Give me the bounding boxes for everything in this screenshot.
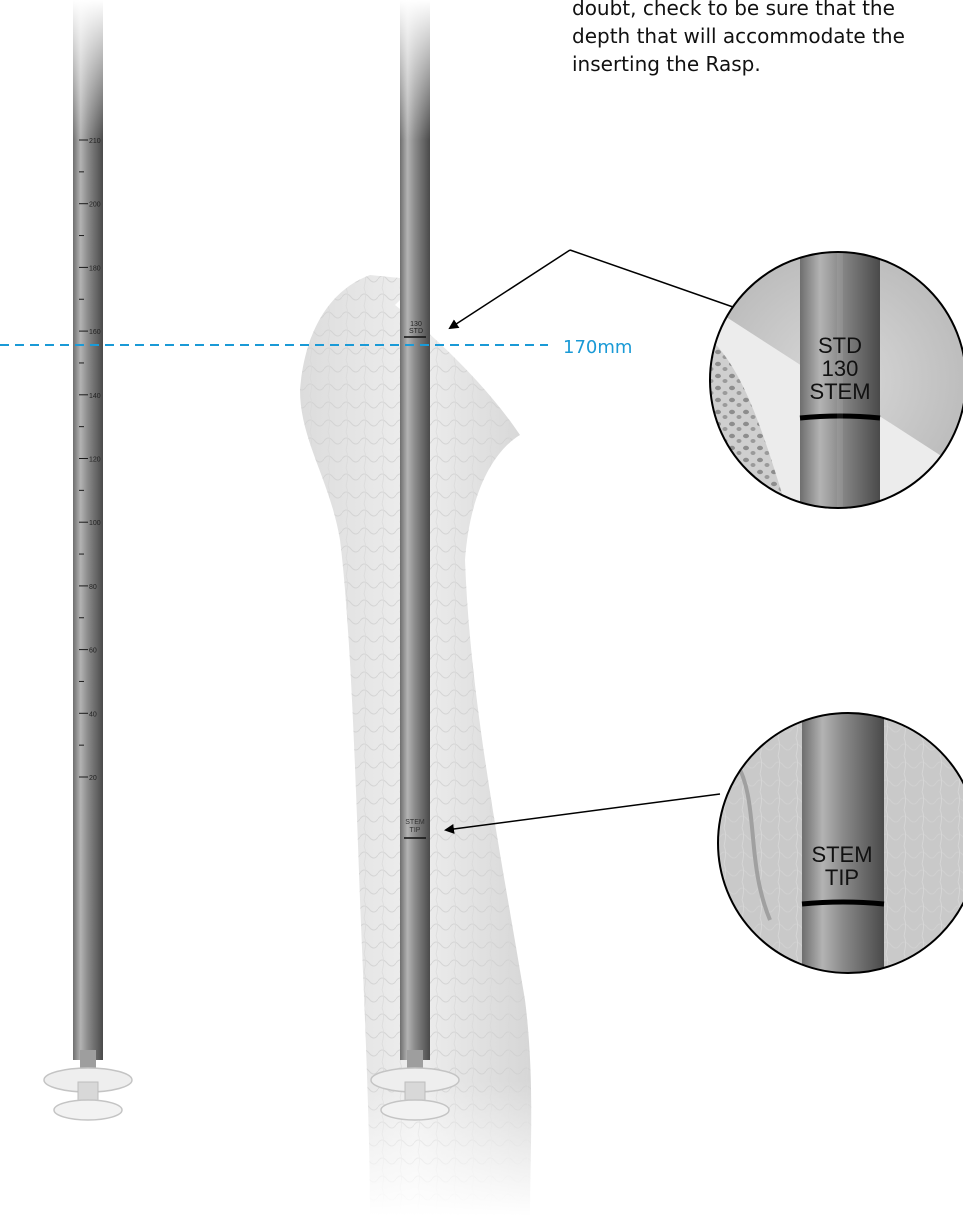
shaft-tip-text-1: STEM (405, 819, 425, 826)
scale-label: 120 (89, 457, 101, 464)
zoom-neck-line-2: 130 (822, 356, 859, 381)
measuring-rod-left: 210 200 180 160 140 120 100 80 60 40 20 (44, 0, 132, 1120)
scale-label: 80 (89, 584, 97, 591)
depth-label: 170mm (563, 337, 632, 358)
scale-label: 200 (89, 202, 101, 209)
instruction-line-1: doubt, check to be sure that the (572, 0, 895, 20)
neck-leader-line (570, 250, 733, 307)
tip-zoom-callout: STEM TIP (715, 705, 963, 990)
scale-label: 160 (89, 329, 101, 336)
scale-label: 40 (89, 711, 97, 718)
shaft-neck-text-1: 130 (410, 321, 422, 328)
zoom-neck-line-1: STD (818, 333, 862, 358)
scale-label: 140 (89, 393, 101, 400)
instruction-text: doubt, check to be sure that the depth t… (572, 0, 963, 78)
zoom-tip-line-2: TIP (825, 865, 859, 890)
scale-label: 210 (89, 138, 101, 145)
scale-label: 20 (89, 775, 97, 782)
zoom-neck-line-3: STEM (809, 379, 870, 404)
scale-label: 100 (89, 520, 101, 527)
shaft-neck-text-2: STD (409, 328, 423, 335)
rod-base-left (44, 1050, 132, 1120)
neck-zoom-callout: STD 130 STEM (700, 240, 963, 530)
instruction-line-3: inserting the Rasp. (572, 52, 761, 76)
scale-label: 60 (89, 648, 97, 655)
shaft-tip-text-2: TIP (410, 827, 421, 834)
neck-arrow (450, 250, 570, 328)
scale-label: 180 (89, 265, 101, 272)
zoom-tip-line-1: STEM (811, 842, 872, 867)
instruction-line-2: depth that will accommodate the (572, 24, 905, 48)
